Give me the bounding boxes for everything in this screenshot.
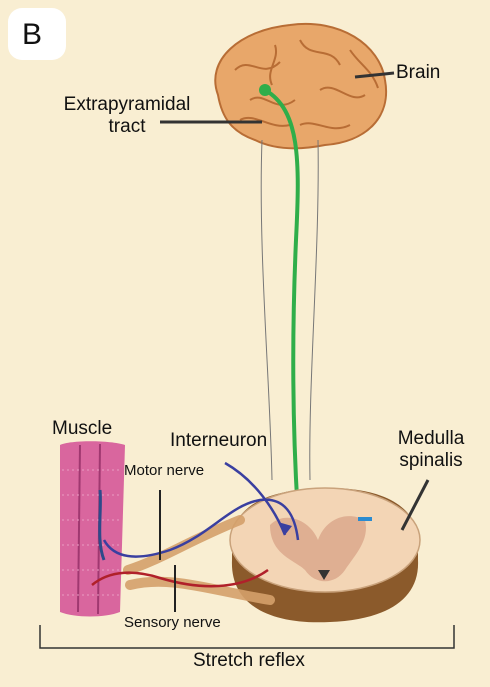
medulla-spinalis-label: Medulla spinalis bbox=[386, 428, 476, 472]
motor-nerve-label: Motor nerve bbox=[124, 462, 204, 479]
panel-letter: B bbox=[22, 18, 42, 52]
muscle-label: Muscle bbox=[52, 418, 112, 440]
spinal-pathway-outline-right bbox=[310, 140, 318, 480]
medulla-label-line2: spinalis bbox=[386, 450, 476, 472]
interneuron-label: Interneuron bbox=[170, 430, 267, 452]
stretch-reflex-label: Stretch reflex bbox=[193, 650, 305, 672]
extrapyramidal-label-line1: Extrapyramidal bbox=[52, 94, 202, 116]
medulla-label-line1: Medulla bbox=[386, 428, 476, 450]
muscle-illustration bbox=[60, 441, 125, 616]
brain-illustration bbox=[215, 24, 386, 148]
spinal-pathway-outline-left bbox=[261, 140, 272, 480]
extrapyramidal-label-line2: tract bbox=[52, 116, 202, 138]
sensory-nerve-label: Sensory nerve bbox=[124, 614, 221, 631]
brain-label: Brain bbox=[396, 62, 440, 84]
stretch-reflex-bracket bbox=[40, 625, 454, 648]
extrapyramidal-tract-label: Extrapyramidal tract bbox=[52, 94, 202, 138]
